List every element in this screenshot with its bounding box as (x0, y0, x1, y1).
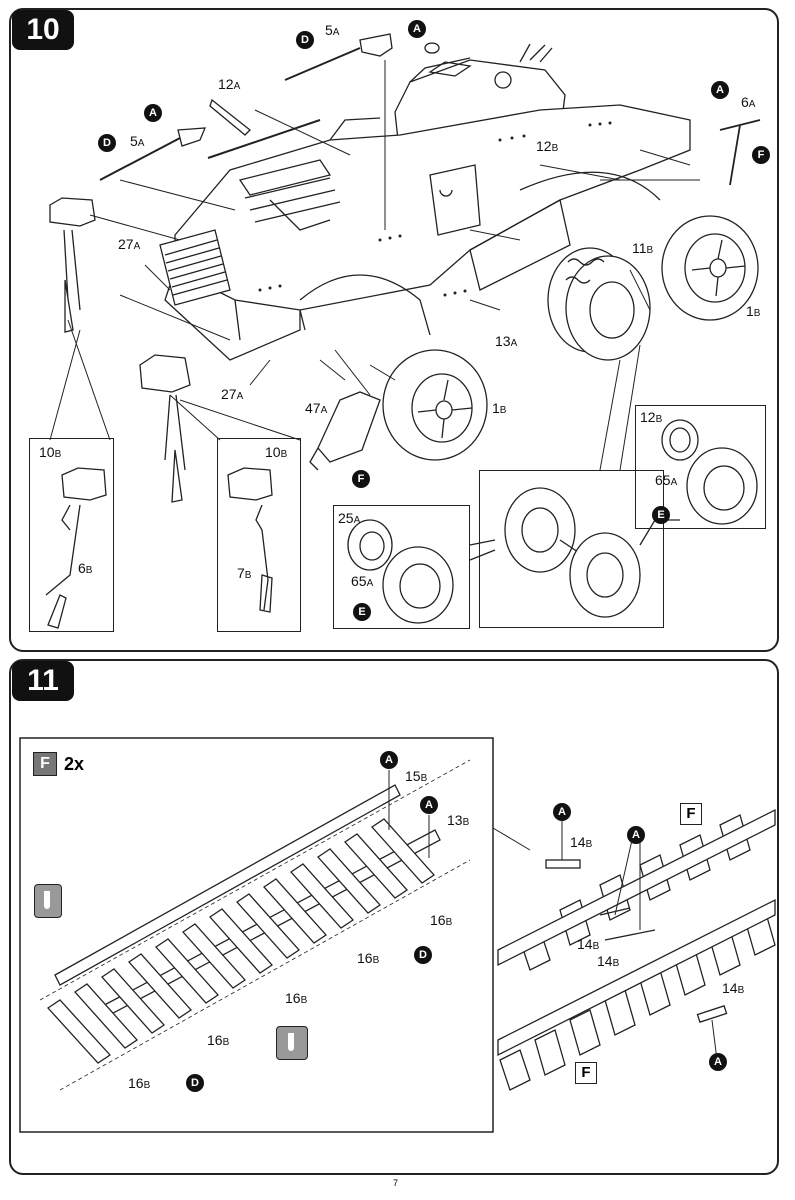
knife-icon (34, 884, 62, 918)
label-16b-1: 16B (430, 912, 453, 928)
wheel-center (382, 349, 488, 461)
badge-a-14b-mid: A (627, 826, 645, 844)
badge-a-right: A (711, 81, 729, 99)
badge-f-right: F (752, 146, 770, 164)
label-47a: 47A (305, 400, 328, 416)
badge-e-inset4: E (652, 506, 670, 524)
wheel-right (661, 215, 759, 321)
badge-a-left: A (144, 104, 162, 122)
label-15b: 15B (405, 768, 428, 784)
label-16b-3: 16B (285, 990, 308, 1006)
label-1b-right: 1B (746, 303, 761, 319)
exhaust-muffler (309, 391, 381, 471)
label-11b: 11B (632, 240, 654, 256)
label-13a: 13A (495, 333, 518, 349)
armored-car-hull (159, 42, 691, 361)
label-5a-top: 5A (325, 22, 340, 38)
label-14b-1: 14B (570, 834, 593, 850)
label-5a-left: 5A (130, 133, 145, 149)
f-label-top: F (680, 803, 702, 825)
inset-jerrycan-6b (29, 438, 114, 632)
rail-track-left (39, 759, 471, 1091)
inset-wheel-12b (635, 405, 766, 529)
label-inset2-10b: 10B (265, 444, 288, 460)
label-12b-top: 12B (536, 138, 559, 154)
badge-d-left: D (98, 134, 116, 152)
label-14b-3: 14B (597, 953, 620, 969)
label-13b: 13B (447, 812, 470, 828)
badge-a-14b-bottom: A (709, 1053, 727, 1071)
label-16b-5: 16B (128, 1075, 151, 1091)
label-inset1-10b: 10B (39, 444, 62, 460)
knife-icon (276, 1026, 308, 1060)
step-11-number: 11 (12, 661, 74, 701)
badge-a-13b: A (420, 796, 438, 814)
label-inset3-25a: 25A (338, 510, 361, 526)
step-11-panel (9, 659, 779, 1175)
badge-a-14b-top: A (553, 803, 571, 821)
rail-track-right (497, 808, 776, 1091)
label-27a-bottom: 27A (221, 386, 244, 402)
f-label-bottom: F (575, 1062, 597, 1084)
label-inset4-12b: 12B (640, 409, 663, 425)
badge-e-inset3: E (353, 603, 371, 621)
rear-dual-tyres (547, 247, 651, 361)
label-1b-center: 1B (492, 400, 507, 416)
label-inset2-7b: 7B (237, 565, 252, 581)
badge-d-top: D (296, 31, 314, 49)
label-inset1-6b: 6B (78, 560, 93, 576)
multiplier-2x: 2x (64, 754, 85, 774)
badge-a-top: A (408, 20, 426, 38)
label-6a: 6A (741, 94, 756, 110)
step-10-number: 10 (12, 10, 74, 50)
inset-wheel-25a (333, 505, 470, 629)
badge-f-exhaust: F (352, 470, 370, 488)
badge-d-left: D (186, 1074, 204, 1092)
label-14b-4: 14B (722, 980, 745, 996)
label-12a: 12A (218, 76, 241, 92)
label-14b-2: 14B (577, 936, 600, 952)
badge-a-15b: A (380, 751, 398, 769)
frame-f-badge: F (33, 752, 57, 776)
label-inset4-65a: 65A (655, 472, 678, 488)
label-16b-2: 16B (357, 950, 380, 966)
label-inset3-65a: 65A (351, 573, 374, 589)
inset-wheel-assembly (479, 470, 664, 628)
inset-jerrycan-7b (217, 438, 301, 632)
label-16b-4: 16B (207, 1032, 230, 1048)
badge-d-right: D (414, 946, 432, 964)
label-27a-top: 27A (118, 236, 141, 252)
page-number: 7 (393, 1178, 399, 1188)
